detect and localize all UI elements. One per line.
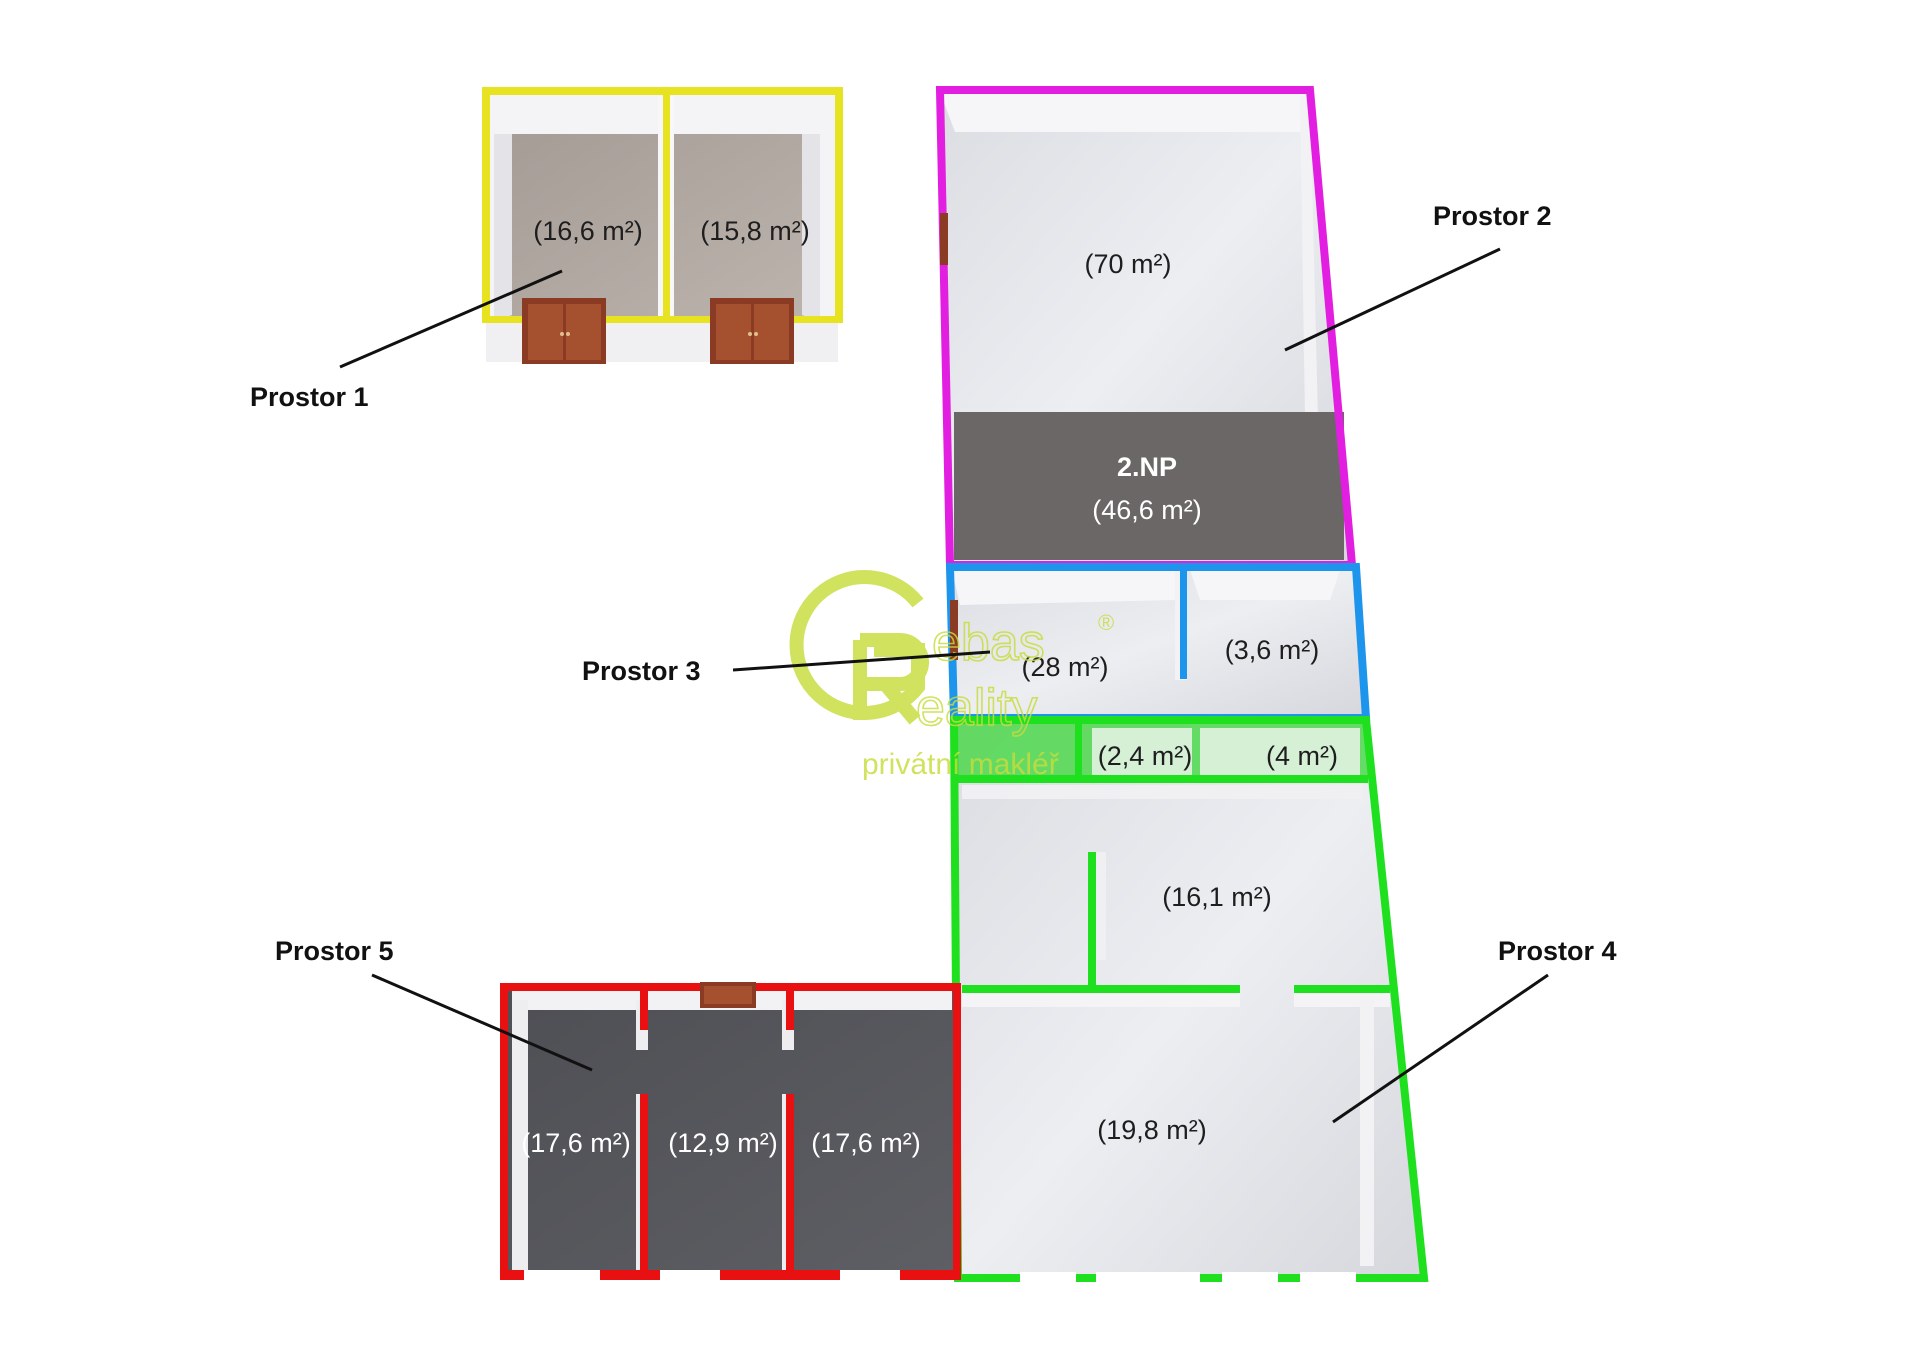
prostor-1-border-middle: [663, 87, 670, 322]
room-area-label: (2,4 m²): [1098, 741, 1193, 771]
prostor-3-area: (28 m²) (3,6 m²): [945, 563, 1371, 722]
prostor-5-area: (17,6 m²) (12,9 m²) (17,6 m²): [500, 982, 961, 1280]
upper-floor-block: [954, 412, 1344, 560]
door-icon: [700, 982, 756, 1008]
room-area-label: (28 m²): [1022, 652, 1109, 682]
prostor-1-leader-line: [339, 269, 563, 369]
prostor-5-divider: [640, 1094, 648, 1270]
watermark-registered: ®: [1098, 610, 1114, 635]
room-area-label: (17,6 m²): [521, 1128, 631, 1158]
prostor-4-divider: [1075, 720, 1082, 780]
room-area-label: (17,6 m²): [811, 1128, 921, 1158]
prostor-1-border-left: [482, 87, 490, 322]
room-area-label: (12,9 m²): [668, 1128, 778, 1158]
room-area-label: (3,6 m²): [1225, 635, 1320, 665]
upper-floor-area: (46,6 m²): [1092, 495, 1202, 525]
prostor-1-border-top: [486, 87, 838, 95]
watermark-logo: ebas ® eality privátní makléř: [789, 570, 1114, 781]
prostor-5-divider: [786, 1094, 794, 1270]
prostor-4-leader-line: [1332, 973, 1549, 1124]
watermark-brand-bottom: eality: [916, 679, 1037, 737]
room-area-label: (16,6 m²): [533, 216, 643, 246]
room-area-label: (4 m²): [1266, 741, 1338, 771]
room-area-label: (15,8 m²): [700, 216, 810, 246]
room-area-label: (70 m²): [1085, 249, 1172, 279]
prostor-4-area: (2,4 m²) (4 m²) (16,1 m²) (19,8 m²): [949, 716, 1429, 1282]
prostor-5-border-right: [953, 983, 961, 1278]
prostor-5-divider: [786, 990, 794, 1030]
door-icon: [950, 600, 958, 660]
prostor-3-divider: [1180, 567, 1187, 679]
door-icon: [940, 213, 948, 265]
room-area-label: (19,8 m²): [1097, 1115, 1207, 1145]
prostor-5-border-left: [500, 983, 508, 1278]
door-icon: [710, 298, 794, 364]
prostor-2-area: (70 m²) 2.NP (46,6 m²): [935, 86, 1357, 569]
prostor-4-label: Prostor 4: [1498, 936, 1617, 966]
prostor-1-border-bottom: [482, 316, 843, 323]
prostor-4-divider: [958, 775, 1368, 783]
watermark-brand-top: ebas: [932, 614, 1045, 672]
watermark-tagline: privátní makléř: [862, 748, 1060, 781]
prostor-1-label: Prostor 1: [250, 382, 369, 412]
prostor-1-area: (16,6 m²) (15,8 m²): [482, 87, 843, 364]
prostor-3-label: Prostor 3: [582, 656, 701, 686]
prostor-5-divider: [640, 990, 648, 1030]
prostor-2-leader-line: [1284, 247, 1501, 352]
upper-floor-title: 2.NP: [1117, 452, 1177, 482]
door-icon: [522, 298, 606, 364]
prostor-5-leader-line: [371, 973, 593, 1072]
logo-g-mark: [789, 570, 925, 720]
prostor-5-label: Prostor 5: [275, 936, 394, 966]
callouts: Prostor 1 Prostor 2 Prostor 3 Prostor 4 …: [250, 201, 1617, 1124]
prostor-3-leader-line: [732, 650, 991, 672]
room-area-label: (16,1 m²): [1162, 882, 1272, 912]
prostor-1-border-right: [835, 87, 843, 322]
logo-r-mark: [853, 633, 929, 725]
prostor-2-label: Prostor 2: [1433, 201, 1552, 231]
